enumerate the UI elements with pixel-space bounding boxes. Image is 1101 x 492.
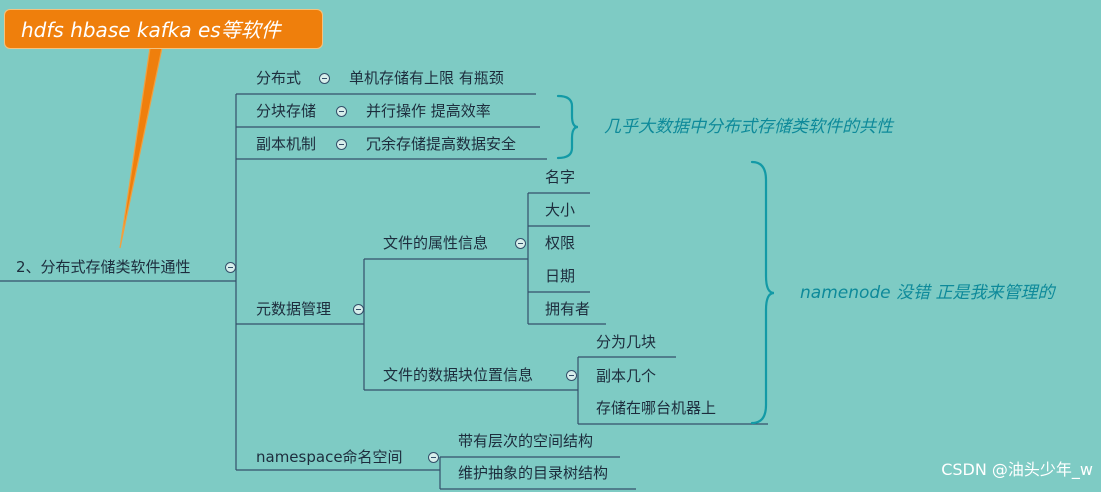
- distributed-detail: 单机存储有上限 有瓶颈: [349, 69, 504, 87]
- replica-detail: 冗余存储提高数据安全: [366, 135, 517, 153]
- attributes-collapse-icon[interactable]: [515, 238, 526, 249]
- attribute-item: 日期: [545, 267, 576, 285]
- watermark: CSDN @油头少年_w: [941, 460, 1093, 479]
- callout-pointer: [119, 47, 163, 249]
- note-namenode: namenode 没错 正是我来管理的: [800, 283, 1055, 303]
- namespace-item: 带有层次的空间结构: [458, 432, 594, 450]
- attribute-item: 名字: [545, 168, 576, 186]
- attribute-item: 权限: [545, 234, 576, 252]
- brace-namenode: [750, 160, 775, 425]
- blocks-collapse-icon[interactable]: [566, 370, 577, 381]
- branch-chunk: 分块存储: [256, 102, 317, 120]
- namespace-item: 维护抽象的目录树结构: [458, 464, 609, 482]
- block-item: 分为几块: [596, 333, 657, 351]
- block-item: 副本几个: [596, 367, 657, 385]
- branch-namespace: namespace命名空间: [256, 448, 403, 466]
- replica-collapse-icon[interactable]: [336, 139, 347, 150]
- brace-common: [556, 94, 579, 160]
- branch-distributed: 分布式: [256, 69, 302, 87]
- callout-box: hdfs hbase kafka es等软件: [4, 9, 323, 49]
- attribute-item: 拥有者: [545, 300, 591, 318]
- metadata-collapse-icon[interactable]: [353, 304, 364, 315]
- chunk-collapse-icon[interactable]: [336, 106, 347, 117]
- branch-replica: 副本机制: [256, 135, 317, 153]
- chunk-detail: 并行操作 提高效率: [366, 102, 491, 120]
- attribute-item: 大小: [545, 201, 576, 219]
- distributed-collapse-icon[interactable]: [319, 73, 330, 84]
- block-item: 存储在哪台机器上: [596, 399, 717, 417]
- branch-metadata: 元数据管理: [256, 300, 332, 318]
- root-label: 2、分布式存储类软件通性: [16, 258, 191, 276]
- callout-text: hdfs hbase kafka es等软件: [21, 18, 281, 42]
- metadata-blocks: 文件的数据块位置信息: [383, 366, 534, 384]
- root-collapse-icon[interactable]: [225, 262, 236, 273]
- metadata-attributes: 文件的属性信息: [383, 234, 489, 252]
- note-common: 几乎大数据中分布式存储类软件的共性: [604, 117, 893, 137]
- namespace-collapse-icon[interactable]: [428, 452, 439, 463]
